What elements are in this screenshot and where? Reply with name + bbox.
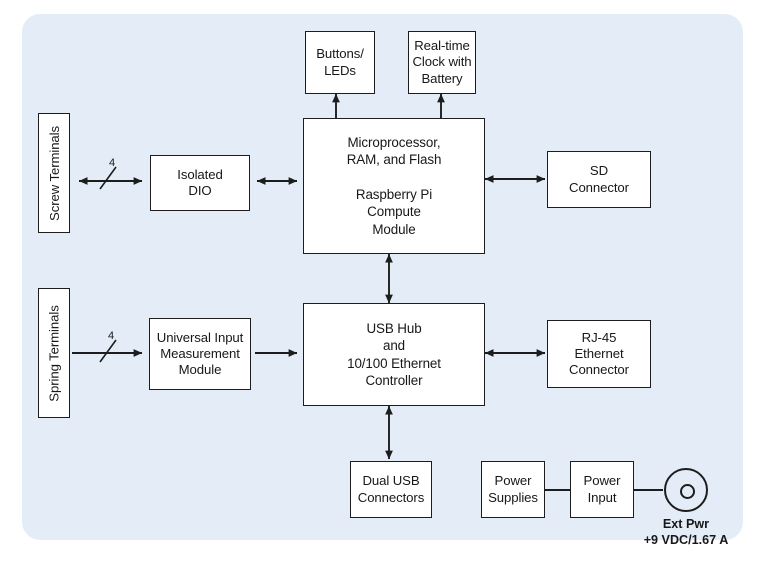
- block-spring-terminals-label: Spring Terminals: [46, 304, 62, 402]
- block-rj45-label: RJ-45 Ethernet Connector: [569, 329, 629, 378]
- block-microprocessor-submodule-label: Raspberry Pi Compute Module: [355, 186, 433, 237]
- block-rj45-ethernet-connector[interactable]: RJ-45 Ethernet Connector: [547, 320, 651, 388]
- block-real-time-clock-label: Real-time Clock with Battery: [412, 38, 472, 86]
- block-buttons-leds-label: Buttons/ LEDs: [316, 46, 364, 78]
- block-universal-input-label: Universal Input Measurement Module: [156, 329, 244, 378]
- block-usb-hub-ethernet-controller[interactable]: USB Hub and 10/100 Ethernet Controller: [303, 303, 485, 406]
- bus-width-label-screw: 4: [109, 157, 116, 169]
- block-dual-usb-connectors[interactable]: Dual USB Connectors: [350, 461, 432, 518]
- block-power-supplies[interactable]: Power Supplies: [481, 461, 545, 518]
- block-screw-terminals[interactable]: Screw Terminals: [38, 113, 70, 233]
- block-power-supplies-label: Power Supplies: [488, 473, 538, 505]
- block-isolated-dio-label: Isolated DIO: [177, 166, 223, 198]
- diagram-panel-background: [22, 14, 743, 540]
- block-microprocessor-label: Microprocessor, RAM, and Flash: [346, 135, 442, 168]
- block-spring-terminals[interactable]: Spring Terminals: [38, 288, 70, 418]
- ext-power-jack-icon: [664, 468, 708, 512]
- block-usb-hub-label: USB Hub and 10/100 Ethernet Controller: [347, 320, 441, 388]
- block-power-input[interactable]: Power Input: [570, 461, 634, 518]
- bus-width-label-spring: 4: [108, 330, 115, 342]
- ext-power-annotation: Ext Pwr +9 VDC/1.67 A: [643, 517, 729, 547]
- block-isolated-dio[interactable]: Isolated DIO: [150, 155, 250, 211]
- block-dual-usb-connectors-label: Dual USB Connectors: [357, 473, 425, 505]
- block-power-input-label: Power Input: [583, 473, 621, 505]
- block-sd-connector-label: SD Connector: [569, 163, 629, 195]
- block-microprocessor[interactable]: Microprocessor, RAM, and Flash Raspberry…: [303, 118, 485, 254]
- block-buttons-leds[interactable]: Buttons/ LEDs: [305, 31, 375, 94]
- block-universal-input-measurement-module[interactable]: Universal Input Measurement Module: [149, 318, 251, 390]
- block-sd-connector[interactable]: SD Connector: [547, 151, 651, 208]
- block-screw-terminals-label: Screw Terminals: [46, 125, 62, 221]
- block-real-time-clock[interactable]: Real-time Clock with Battery: [408, 31, 476, 94]
- ext-power-jack-pin-icon: [680, 484, 695, 499]
